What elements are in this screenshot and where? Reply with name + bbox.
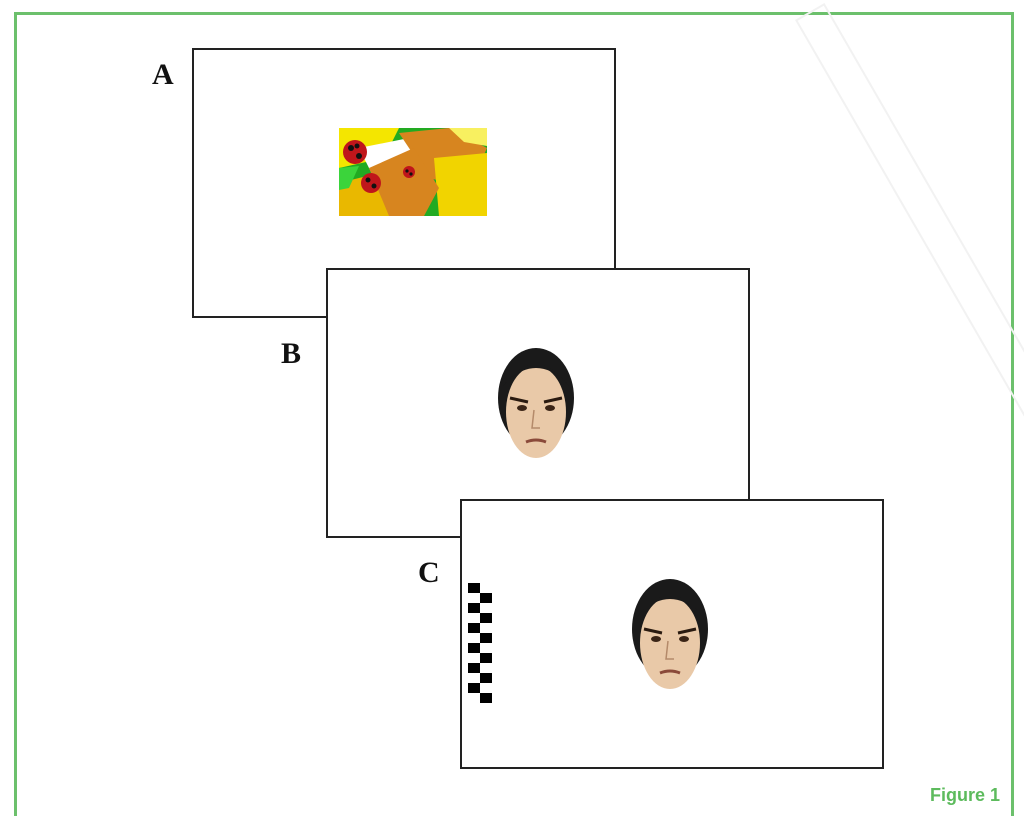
ladybug-leaves-image [339, 128, 487, 216]
panel-label-c: C [418, 556, 440, 589]
angry-face-image [498, 348, 574, 458]
angry-face-image [632, 579, 708, 689]
screen-c [460, 499, 884, 769]
screen-b [326, 268, 750, 538]
panel-label-a: A [152, 58, 174, 91]
checkerboard-strip [468, 583, 492, 703]
figure-frame [14, 12, 1014, 816]
screen-a [192, 48, 616, 318]
panel-label-b: B [281, 337, 302, 370]
figure-caption: Figure 1 [929, 785, 1000, 805]
